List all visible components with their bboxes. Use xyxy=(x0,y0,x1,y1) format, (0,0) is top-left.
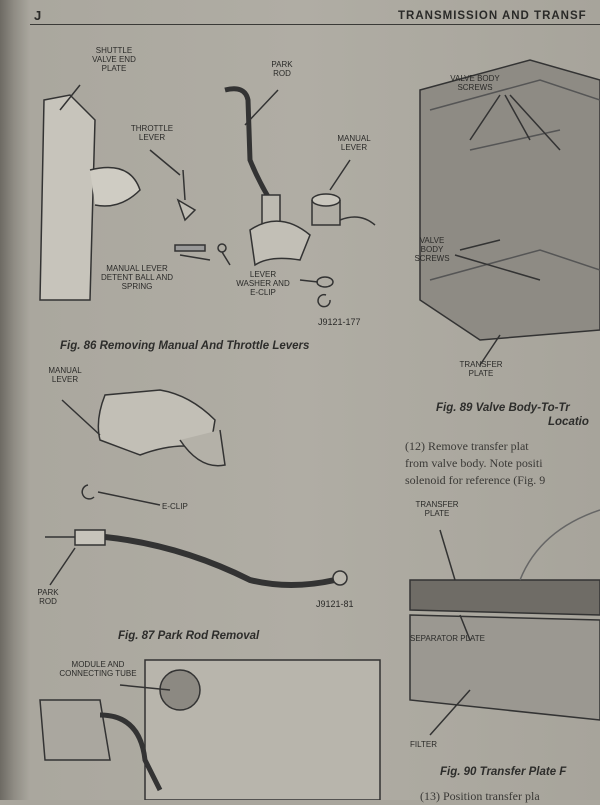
page-header-title: TRANSMISSION AND TRANSF xyxy=(398,10,587,22)
fig89-caption-line2: Locatio xyxy=(548,416,589,428)
label-module-tube: MODULE AND CONNECTING TUBE xyxy=(59,660,137,678)
label-transfer-plate: TRANSFER PLATE xyxy=(415,500,459,518)
header-rule xyxy=(30,24,600,25)
figure-code: J9121-81 xyxy=(316,599,354,609)
fig90-caption: Fig. 90 Transfer Plate F xyxy=(440,766,567,778)
label-manual-lever: MANUAL LEVER xyxy=(48,366,82,384)
label-park-rod: PARK ROD xyxy=(271,60,293,78)
label-throttle-lever: THROTTLE LEVER xyxy=(130,124,174,142)
label-valve-body-screws: VALVE BODY SCREWS xyxy=(450,74,500,92)
fig86-caption: Fig. 86 Removing Manual And Throttle Lev… xyxy=(60,340,310,352)
step-12-text: from valve body. Note positi xyxy=(405,456,543,470)
label-valve-body-screws: VALVE BODY SCREWS xyxy=(414,236,450,263)
label-detent-ball-spring: MANUAL LEVER DETENT BALL AND SPRING xyxy=(100,264,174,291)
fig89-caption: Fig. 89 Valve Body-To-Tr xyxy=(436,402,570,414)
step-12-text: (12) Remove transfer plat xyxy=(405,439,529,453)
label-filter: FILTER xyxy=(410,740,437,749)
label-transfer-plate: TRANSFER PLATE xyxy=(459,360,503,378)
step-12-text: solenoid for reference (Fig. 9 xyxy=(405,473,546,487)
step-13-text: (13) Position transfer pla xyxy=(420,789,540,803)
figure-code: J9121-177 xyxy=(318,317,361,327)
label-shuttle-valve-end-plate: SHUTTLE VALVE END PLATE xyxy=(92,46,136,73)
label-separator-plate: SEPARATOR PLATE xyxy=(410,634,485,643)
section-letter: J xyxy=(34,8,43,23)
label-e-clip: E-CLIP xyxy=(162,502,188,511)
label-park-rod: PARK ROD xyxy=(37,588,59,606)
label-lever-washer-eclip: LEVER WASHER AND E-CLIP xyxy=(236,270,290,297)
fig87-caption: Fig. 87 Park Rod Removal xyxy=(118,630,260,642)
label-manual-lever: MANUAL LEVER xyxy=(337,134,371,152)
